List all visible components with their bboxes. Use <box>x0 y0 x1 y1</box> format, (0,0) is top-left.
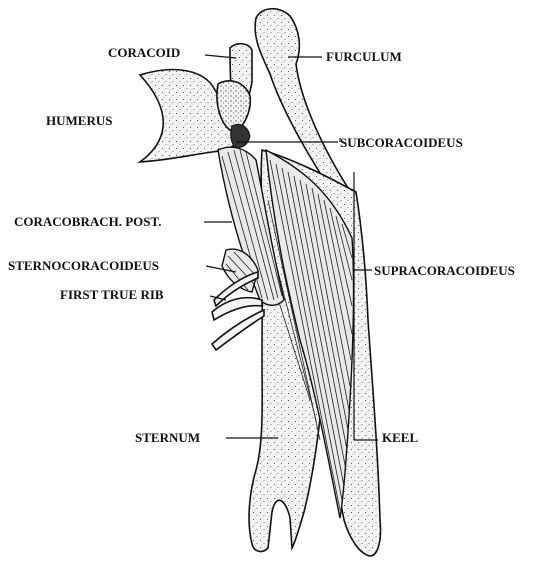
label-supracoracoideus: SUPRACORACOIDEUS <box>374 263 515 278</box>
label-first-true-rib: FIRST TRUE RIB <box>60 287 164 302</box>
label-humerus: HUMERUS <box>46 113 112 128</box>
label-coracobrach-post: CORACOBRACH. POST. <box>14 214 161 229</box>
subcoracoideus-muscle <box>231 124 250 147</box>
label-furculum: FURCULUM <box>326 49 402 64</box>
label-sternum: STERNUM <box>135 430 200 445</box>
label-coracoid: CORACOID <box>108 45 180 60</box>
label-sternocoracoideus: STERNOCORACOIDEUS <box>8 258 159 273</box>
label-keel: KEEL <box>382 430 418 445</box>
label-subcoracoideus: SUBCORACOIDEUS <box>340 135 463 150</box>
